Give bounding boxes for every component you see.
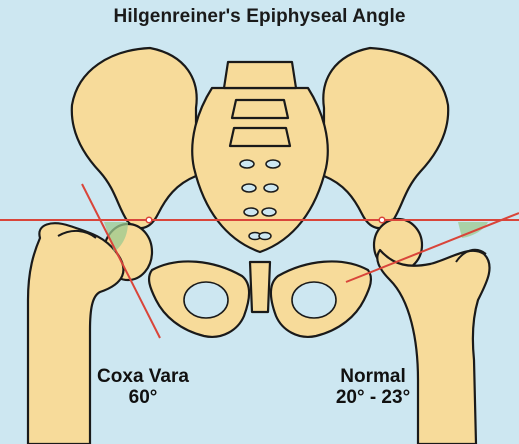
normal-angle: 20° - 23° [308, 387, 438, 408]
right-triradiate-point [379, 217, 385, 223]
normal-name: Normal [308, 366, 438, 387]
sacral-foramen [242, 184, 256, 192]
sacral-foramen [240, 160, 254, 168]
sacral-foramen [266, 160, 280, 168]
sacral-foramen [262, 208, 276, 216]
normal-label: Normal 20° - 23° [308, 366, 438, 408]
sacral-foramen [259, 233, 271, 240]
diagram-title: Hilgenreiner's Epiphyseal Angle [0, 6, 519, 28]
left-triradiate-point [146, 217, 152, 223]
lumbar-vertebra-mid [232, 100, 288, 118]
sacral-foramen [244, 208, 258, 216]
left-femur [28, 223, 123, 444]
right-iliac-wing [323, 48, 448, 228]
coxa-vara-name: Coxa Vara [78, 366, 208, 387]
right-femur [377, 250, 489, 444]
coxa-vara-label: Coxa Vara 60° [78, 366, 208, 408]
coxa-vara-angle: 60° [78, 387, 208, 408]
sacral-foramen [264, 184, 278, 192]
right-obturator-foramen [292, 282, 336, 318]
lumbar-vertebra-top [224, 62, 296, 88]
left-obturator-foramen [184, 282, 228, 318]
lumbar-vertebra-low [230, 128, 290, 146]
coccyx [250, 262, 270, 312]
